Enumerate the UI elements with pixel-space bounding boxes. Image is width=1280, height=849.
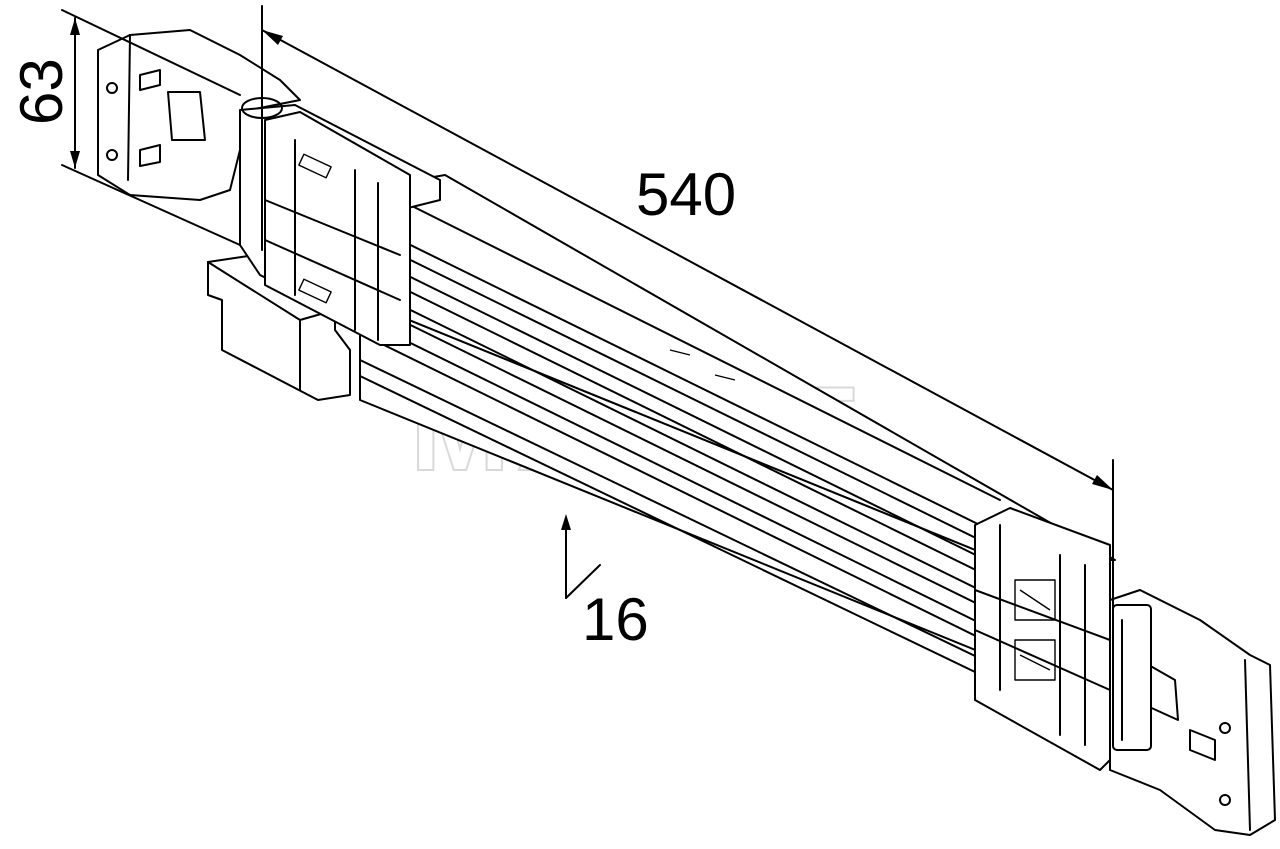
height-dimension <box>61 9 241 246</box>
depth-label: 16 <box>582 586 649 653</box>
right-end-tank <box>974 507 1111 771</box>
right-bracket <box>1109 589 1276 836</box>
depth-dimension <box>561 514 601 599</box>
height-label: 63 <box>8 58 75 125</box>
length-label: 540 <box>636 161 736 228</box>
left-end-tank <box>239 97 441 346</box>
length-dimension <box>261 5 1114 621</box>
left-bracket <box>97 29 301 201</box>
cooler-core <box>359 174 1116 685</box>
